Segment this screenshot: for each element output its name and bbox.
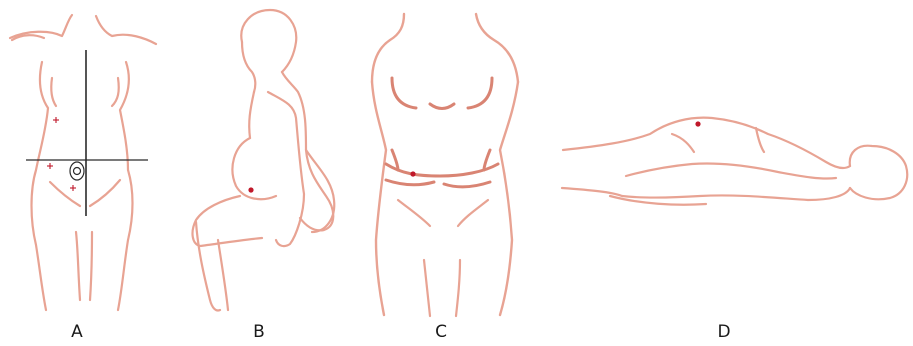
marker-dot-c xyxy=(410,171,415,176)
panel-d-supine-side-view xyxy=(562,118,907,205)
marker-cross-upper-left xyxy=(53,117,59,123)
panel-label-d: D xyxy=(717,322,730,342)
panel-label-b: B xyxy=(253,322,265,342)
marker-dot-d xyxy=(695,121,700,126)
panel-b-seated-side-view xyxy=(193,10,335,311)
panel-label-c: C xyxy=(435,322,447,342)
panel-a-torso-quadrants xyxy=(10,15,156,310)
marker-dot-b xyxy=(248,187,253,192)
panel-c-anterior-torso xyxy=(372,14,518,316)
marker-cross-lower-right xyxy=(70,185,76,191)
panel-label-a: A xyxy=(71,322,83,342)
marker-cross-lower-left xyxy=(47,163,53,169)
umbilicus-icon xyxy=(70,162,84,180)
